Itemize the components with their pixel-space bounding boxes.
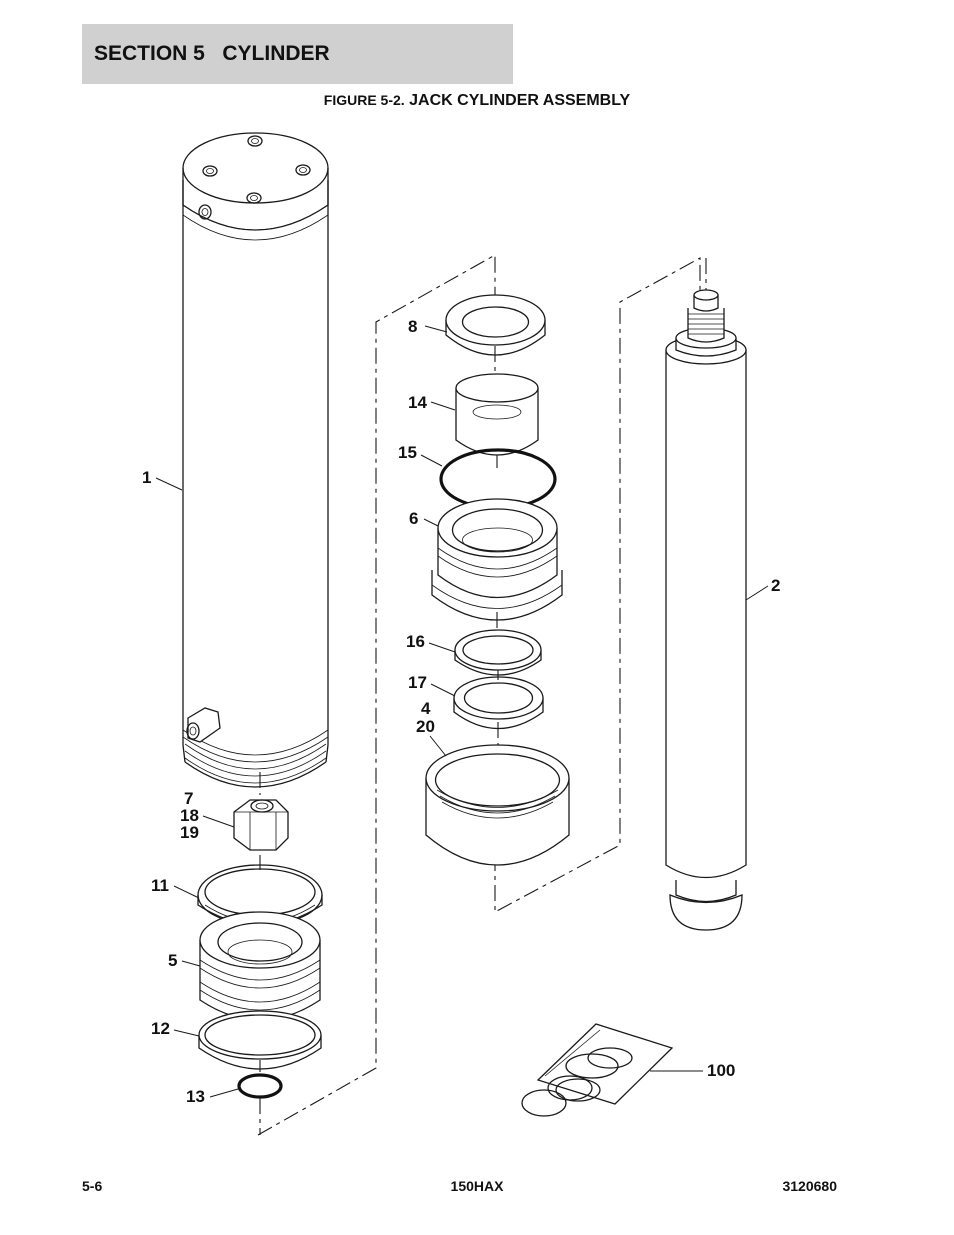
part-1-cylinder-barrel xyxy=(182,132,329,788)
callouts: 1 2 8 14 15 6 16 17 4 20 7 18 19 11 5 12… xyxy=(142,317,780,1106)
section-title: SECTION 5 CYLINDER xyxy=(94,42,330,65)
part-100-seal-kit xyxy=(521,1023,674,1117)
callout-11: 11 xyxy=(151,876,169,895)
callout-13: 13 xyxy=(186,1087,205,1106)
footer-page-number: 5-6 xyxy=(82,1178,103,1194)
part-12-backup-ring xyxy=(198,1010,322,1070)
figure-caption: JACK CYLINDER ASSEMBLY xyxy=(404,92,631,109)
part-4-20-gland-nut xyxy=(425,744,570,866)
footer-doc-number: 3120680 xyxy=(782,1178,837,1194)
middle-group-bracket xyxy=(257,254,496,1136)
part-14-bushing xyxy=(455,373,539,456)
callout-12: 12 xyxy=(151,1019,170,1038)
callout-4: 4 xyxy=(421,699,431,718)
callout-20: 20 xyxy=(416,717,435,736)
part-6-cylinder-head xyxy=(431,498,563,621)
callout-100: 100 xyxy=(707,1061,735,1080)
part-17-ring xyxy=(453,676,544,730)
callout-7: 7 xyxy=(184,789,193,808)
callout-17: 17 xyxy=(408,673,427,692)
callout-8: 8 xyxy=(408,317,417,336)
part-13-o-ring xyxy=(237,1073,283,1099)
callout-5: 5 xyxy=(168,951,177,970)
callout-1: 1 xyxy=(142,468,151,487)
callout-15: 15 xyxy=(398,443,417,462)
footer-model: 150HAX xyxy=(450,1178,504,1194)
part-5-gland xyxy=(199,911,321,1021)
part-8-bearing xyxy=(445,294,546,356)
part-2-piston-rod xyxy=(665,289,747,931)
callout-16: 16 xyxy=(406,632,425,651)
callout-19: 19 xyxy=(180,823,199,842)
callout-14: 14 xyxy=(408,393,427,412)
section-header-band xyxy=(82,24,513,84)
callout-18: 18 xyxy=(180,806,199,825)
figure-title: FIGURE 5-2. JACK CYLINDER ASSEMBLY xyxy=(0,92,954,110)
callout-6: 6 xyxy=(409,509,418,528)
middle-centerline xyxy=(494,346,499,745)
part-7-18-19-hex-fitting xyxy=(233,799,289,851)
part-16-seal xyxy=(454,629,542,676)
callout-2: 2 xyxy=(771,576,780,595)
figure-number: FIGURE 5-2. xyxy=(323,92,405,108)
